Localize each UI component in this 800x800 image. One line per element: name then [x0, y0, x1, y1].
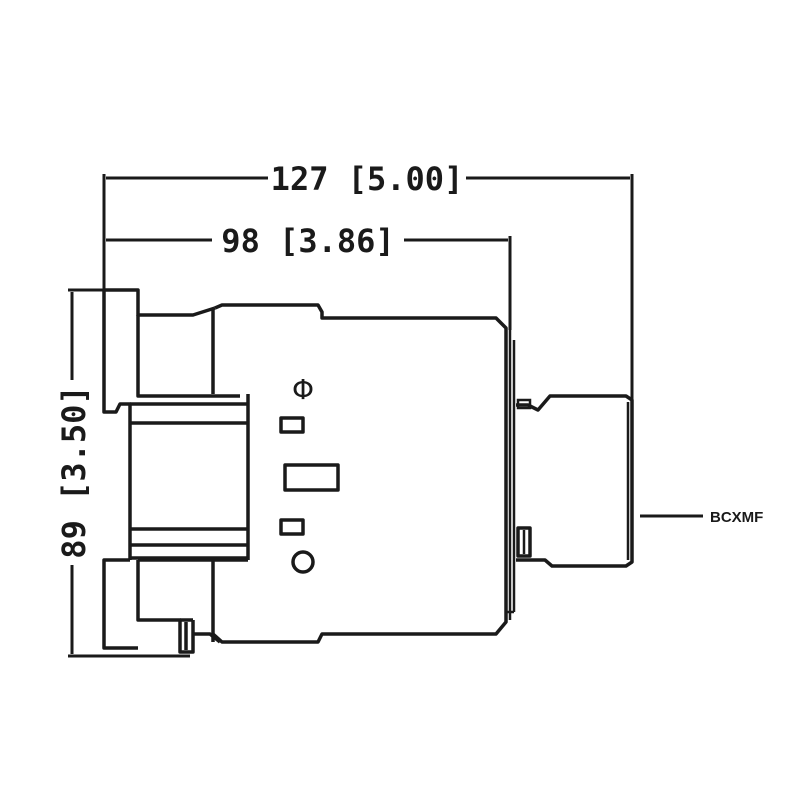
dimension-body-width: 98 [3.86]	[106, 222, 512, 330]
contactor-body	[211, 303, 516, 644]
indicator-window-top	[279, 416, 305, 434]
din-rail-channel	[130, 394, 250, 562]
module-clip	[516, 526, 532, 558]
dimension-overall-width: 127 [5.00]	[102, 160, 634, 412]
dimension-height: 89 [3.50]	[55, 288, 190, 658]
mounting-bracket	[102, 288, 240, 654]
callout-label: BCXMF	[710, 509, 763, 526]
dim-body-width-text: 98 [3.86]	[221, 222, 394, 260]
dim-height-text: 89 [3.50]	[55, 385, 93, 558]
phi-symbol-icon: Φ	[292, 373, 314, 406]
label-window	[283, 463, 340, 492]
front-face-features: Φ	[279, 373, 340, 574]
circle-symbol-icon	[291, 550, 315, 574]
indicator-window-bottom	[279, 518, 305, 536]
dim-overall-width-text: 127 [5.00]	[271, 160, 464, 198]
callout-bcxmf: BCXMF	[640, 509, 763, 526]
auxiliary-module	[516, 394, 634, 568]
